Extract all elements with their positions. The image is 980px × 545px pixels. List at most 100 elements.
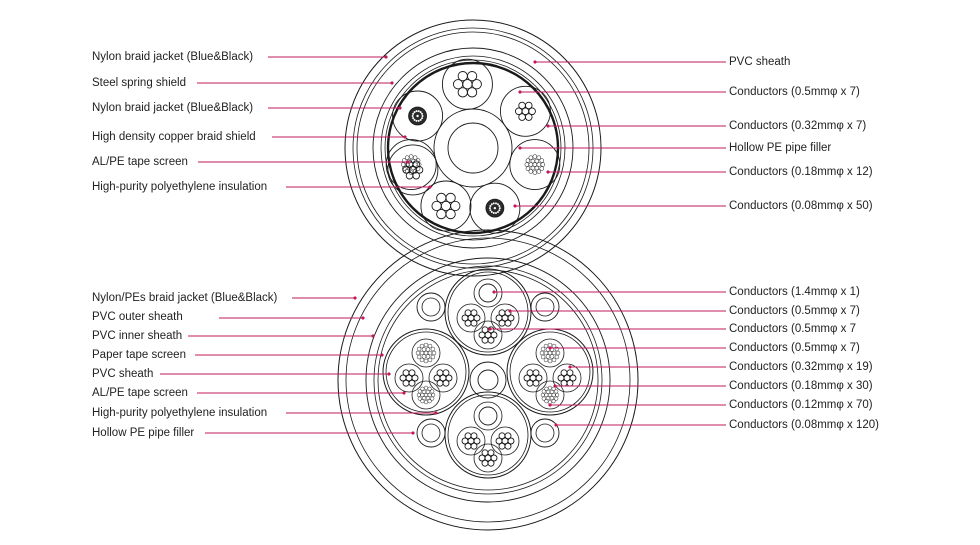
bottom-paper-tape (373, 265, 603, 495)
top-leader-right-dot-1 (518, 90, 522, 94)
top-label-steel-spring-shield: Steel spring shield (92, 77, 186, 89)
bottom-group-top-solid-0 (478, 283, 498, 303)
bottom-group-top-c3-strand-0 (490, 331, 498, 339)
top-cond-3-s2-9 (532, 154, 538, 159)
top-cond-0-speck-2 (419, 118, 422, 121)
top-cond-7-strand-5 (412, 160, 420, 168)
top-leader-right-dot-5 (513, 204, 517, 208)
bottom-group-top-c3-strand-4 (481, 326, 489, 334)
bottom-group-right-c3-s1-5 (549, 389, 554, 394)
bottom-leader-left-dot-3 (380, 353, 384, 357)
top-cond-1-strand-3 (452, 79, 464, 90)
bottom-group-right-c3-s2-6 (540, 392, 545, 398)
bottom-group-bottom-c2-strand-4 (498, 432, 506, 440)
bottom-leader-left-dot-0 (353, 296, 357, 300)
bottom-leader-right-dot-0 (492, 290, 496, 294)
top-leader-left-dot-0 (384, 55, 388, 59)
bottom-label-al-pe-tape-screen: AL/PE tape screen (92, 387, 188, 399)
bottom-group-right-c0-s2-7 (540, 346, 546, 352)
bottom-group-right-sheath (506, 328, 594, 416)
bottom-leader-right-dot-6 (548, 403, 552, 407)
bottom-group-right-c3-s2-0 (555, 392, 560, 398)
bottom-outer-braid-jacket (337, 229, 639, 531)
top-cond-3-s2-8 (528, 155, 534, 160)
bottom-group-left-c1-strand-0 (411, 374, 419, 382)
top-cond-0-speck-4 (415, 119, 418, 122)
bottom-leader-left-dot-7 (411, 431, 415, 435)
bottom-group-bottom-c1-strand-2 (464, 442, 472, 450)
bottom-group-left-c3-s2-6 (416, 392, 421, 398)
bottom-group-top-c1-strand-3 (461, 314, 469, 322)
top-cond-0-speck-3 (417, 119, 420, 122)
bottom-filler-inner-3 (535, 423, 555, 443)
bottom-group-left-c2-strand-5 (442, 369, 450, 377)
bottom-group-right-c1-strand-5 (532, 369, 540, 377)
bottom-group-left-c3-s2-1 (430, 396, 435, 401)
top-cond-2-strand-1 (524, 113, 533, 121)
bottom-group-top-c2-strand-1 (504, 319, 512, 327)
top-label-nylon-braid-jacket-outer: Nylon braid jacket (Blue&Black) (92, 51, 254, 63)
bottom-group-right-c2-strand-1 (566, 379, 574, 387)
top-center-pipe-outer (433, 108, 513, 188)
bottom-group-bottom-c2-strand-1 (504, 442, 512, 450)
bottom-center-pipe-inner (477, 369, 499, 391)
top-cond-3-s2-0 (540, 162, 546, 167)
bottom-group-right-c3-s2-1 (554, 396, 559, 401)
bottom-group-right-c3-s2-5 (541, 396, 546, 401)
top-leader-left-dot-2 (398, 106, 402, 110)
bottom-group-right-c0-s2-3 (547, 358, 553, 364)
bottom-label-nylon-pes-braid-jacket: Nylon/PEs braid jacket (Blue&Black) (92, 292, 278, 304)
bottom-leader-left-dot-5 (402, 391, 406, 395)
top-cond-4-speck-9 (490, 203, 493, 206)
bottom-label-pvc-inner-sheath: PVC inner sheath (92, 330, 183, 342)
bottom-group-top-c2-strand-0 (507, 314, 515, 322)
bottom-group-left-c2-strand-3 (433, 374, 441, 382)
bottom-group-left-c0-s1-5 (425, 347, 431, 352)
top-insulation-5 (420, 180, 472, 232)
top-cond-0-speck-11 (417, 110, 420, 113)
bottom-group-left-c3-s2-8 (420, 386, 425, 391)
bottom-group-right-c0-s2-11 (554, 346, 560, 352)
top-cond-4-speck-0 (498, 207, 501, 210)
top-cond-1-strand-1 (466, 87, 478, 98)
top-cond-7-strand-2 (405, 171, 414, 180)
bottom-group-left-c3-s2-4 (420, 399, 425, 404)
bottom-group-right-c0-s2-0 (555, 350, 561, 356)
bottom-label-conductors-0-18x30: Conductors (0.18mmφ x 30) (729, 380, 873, 392)
bottom-group-right-c0-s1-2 (545, 354, 551, 359)
bottom-group-bottom-c2-strand-2 (498, 442, 506, 450)
top-cond-6-s2-9 (408, 154, 414, 159)
bottom-group-right-c2-strand-3 (557, 374, 565, 382)
top-cond-7-strand-0 (415, 166, 424, 174)
bottom-group-left-sheath (382, 328, 470, 416)
top-cond-3-s2-5 (525, 166, 531, 171)
bottom-group-right-c1-strand-1 (532, 379, 540, 387)
top-cond-3-s2-4 (528, 169, 534, 174)
bottom-group-right-c3-s1-2 (546, 396, 551, 401)
bottom-group-left-ins-3 (411, 380, 441, 410)
bottom-group-bottom-c1-strand-4 (464, 432, 472, 440)
bottom-filler-inner-0 (421, 297, 441, 317)
top-cond-0-speck-1 (421, 117, 424, 120)
bottom-group-left-c2-strand-2 (436, 379, 444, 387)
top-cond-1-strand-2 (457, 87, 468, 98)
top-cond-1-strand-0 (471, 79, 482, 90)
top-label-conductors-0-32x7: Conductors (0.32mmφ x 7) (729, 120, 867, 132)
bottom-group-right-c0-s2-4 (543, 357, 549, 363)
bottom-leader-left-dot-4 (387, 372, 391, 376)
top-cond-0-speck-5 (413, 118, 416, 121)
bottom-group-right-ins-3 (535, 380, 565, 410)
bottom-group-right-c1-strand-4 (526, 369, 534, 377)
top-insulation-7 (387, 144, 439, 196)
top-cond-0-speck-8 (412, 112, 415, 115)
bottom-group-top-ins-3 (473, 320, 503, 350)
bottom-label-pvc-outer-sheath: PVC outer sheath (92, 311, 183, 323)
bottom-group-bottom-c3-strand-0 (490, 454, 498, 462)
top-label-conductors-0-18x12: Conductors (0.18mmφ x 12) (729, 166, 873, 178)
top-label-pvc-sheath: PVC sheath (729, 56, 791, 68)
bottom-group-left-ins-0 (411, 338, 441, 368)
top-cond-3-s2-3 (532, 170, 538, 175)
top-cond-3-s2-1 (539, 166, 544, 171)
top-cond-0-speck-0 (421, 115, 424, 117)
bottom-group-right-ins-2 (552, 363, 582, 393)
